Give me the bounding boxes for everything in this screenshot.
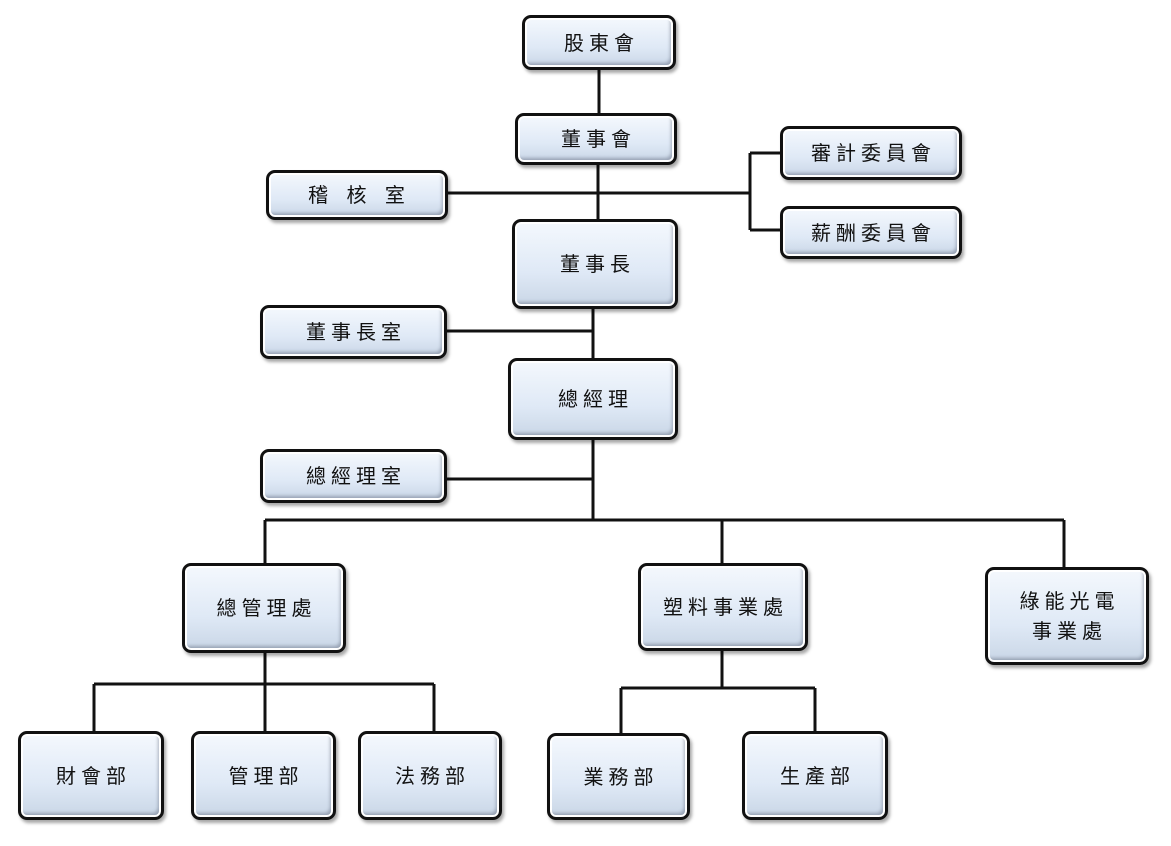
node-management: 管理部 [191, 731, 336, 820]
node-board: 董事會 [515, 113, 677, 165]
node-shareholders: 股東會 [522, 15, 676, 70]
node-general-admin: 總管理處 [182, 563, 346, 653]
node-finance: 財會部 [18, 731, 164, 820]
node-gm-office: 總經理室 [260, 449, 447, 503]
node-label: 總經理室 [306, 464, 406, 488]
node-sales: 業務部 [547, 733, 690, 820]
node-label: 稽 核 室 [308, 183, 411, 207]
node-label: 生產部 [780, 763, 855, 788]
node-label: 薪酬委員會 [811, 220, 936, 245]
node-label: 總管理處 [216, 596, 317, 620]
node-label: 業務部 [583, 764, 659, 789]
node-label: 財會部 [56, 763, 131, 788]
node-production: 生產部 [742, 731, 888, 820]
node-general-manager: 總經理 [508, 358, 678, 440]
node-label: 董事長室 [306, 320, 406, 344]
node-label: 審計委員會 [811, 141, 936, 165]
node-label: 塑料事業處 [663, 595, 788, 619]
node-remuneration-committee: 薪酬委員會 [780, 206, 962, 259]
node-label-line2: 事業處 [1032, 619, 1107, 643]
node-label: 股東會 [564, 30, 639, 55]
node-legal: 法務部 [358, 731, 502, 820]
node-audit-office: 稽 核 室 [266, 170, 448, 220]
node-plastics-division: 塑料事業處 [638, 563, 808, 651]
node-label: 董事會 [561, 127, 636, 151]
node-audit-committee: 審計委員會 [780, 126, 962, 180]
node-label: 董事長 [560, 252, 635, 276]
node-green-energy-division: 綠能光電 事業處 [985, 567, 1149, 665]
node-label-line1: 綠能光電 [1019, 589, 1120, 613]
node-chairman: 董事長 [512, 219, 678, 309]
node-label: 管理部 [228, 763, 304, 788]
node-chairman-office: 董事長室 [260, 305, 447, 359]
node-label: 總經理 [558, 387, 633, 411]
node-label: 法務部 [395, 763, 470, 788]
